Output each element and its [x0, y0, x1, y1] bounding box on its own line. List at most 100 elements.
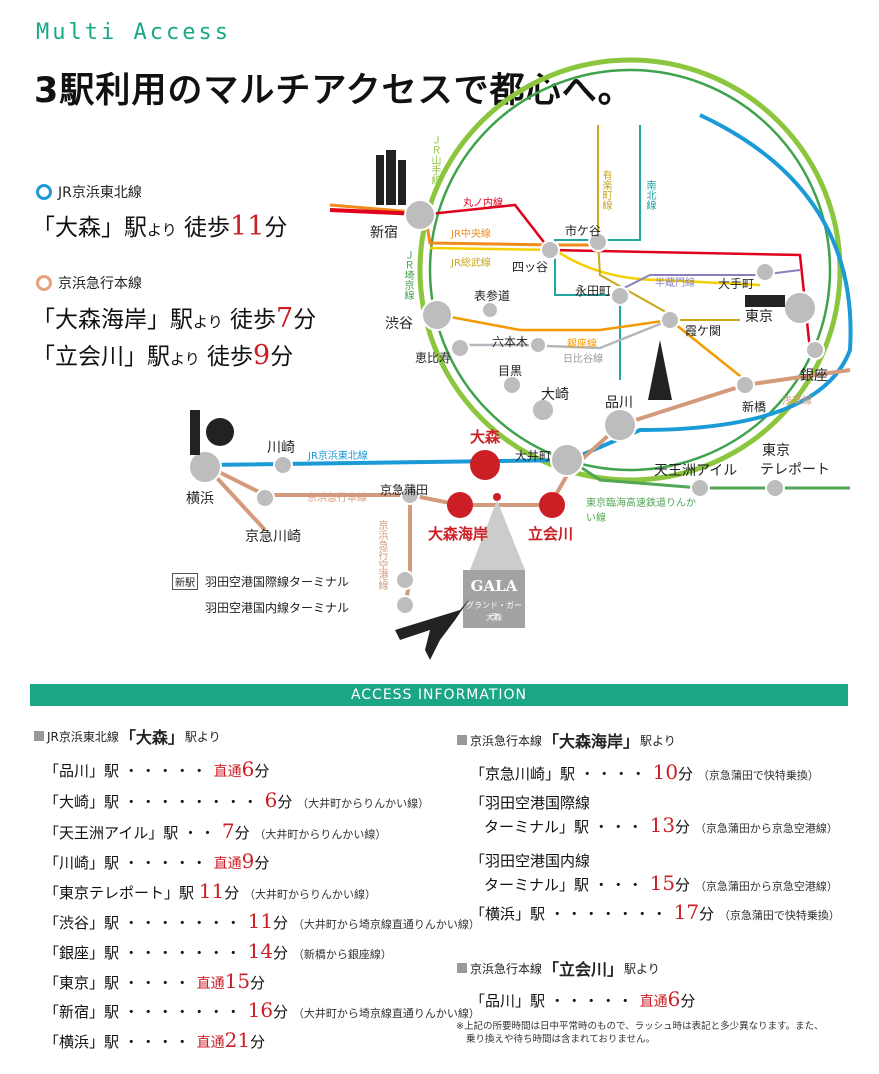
row-time: 9: [241, 849, 255, 873]
row-time: 7: [221, 819, 235, 843]
label-haneda-intl: 羽田空港国際線ターミナル: [205, 575, 350, 589]
access-row: 「川崎」駅 ・・・・・ 直通9分: [44, 849, 269, 873]
unit-label: 分: [293, 307, 317, 333]
station-keikyu-kawasaki: [255, 488, 275, 508]
row-station: 「羽田空港国際線: [470, 794, 591, 812]
label-omori-kaigan: 大森海岸: [428, 525, 489, 543]
station-omori-highlight: [470, 450, 500, 480]
yurakucho-line: [597, 125, 740, 321]
station-tokyo-teleport: [765, 478, 785, 498]
label-meguro: 目黒: [498, 364, 523, 378]
row-note: （京急蒲田で快特乗換）: [697, 769, 819, 782]
station-roppongi: [529, 336, 547, 354]
access-row: 「東京」駅 ・・・・ 直通15分: [44, 969, 265, 993]
row-time: 15: [224, 969, 251, 993]
row-dots: ・・・・・・・・: [123, 793, 260, 811]
label-omotesando: 表参道: [474, 289, 511, 303]
station-kasumigaseki: [660, 310, 680, 330]
section-station: 「大森海岸」: [543, 732, 640, 751]
station-haneda-dom: [395, 595, 415, 615]
label-line-yamanote: ＪＲ山手線: [429, 135, 440, 185]
label-tachiaigawa: 立会川: [528, 525, 574, 543]
access-section-omori-kaigan: 京浜急行本線 「大森海岸」 駅より: [457, 728, 676, 752]
label-line-keikyu-main: 京浜急行本線: [307, 493, 367, 504]
access-section-tachiaigawa: 京浜急行本線 「立会川」 駅より: [457, 956, 660, 980]
row-station: 「東京」駅: [44, 974, 120, 992]
label-tokyo-teleport-a: 東京: [762, 443, 790, 459]
access-row: 「羽田空港国内線ターミナル」駅 ・・・ 15分 （京急蒲田から京急空港線）: [470, 850, 838, 895]
ginza-line: [439, 313, 746, 381]
station-keikyu-kamata: [400, 485, 420, 505]
row-time: 11: [198, 879, 225, 903]
station-name: 「大森」駅: [32, 215, 147, 241]
section-suffix: 駅より: [184, 729, 221, 744]
label-haneda-dom: 羽田空港国内線ターミナル: [205, 601, 350, 615]
row-station: 「横浜」駅: [470, 905, 546, 923]
row-note: （大井町からりんかい線）: [254, 828, 387, 841]
row-unit: 分: [699, 905, 715, 923]
row-station: 「横浜」駅: [44, 1033, 120, 1051]
row-station: 「銀座」駅: [44, 944, 120, 962]
access-row: 「新宿」駅 ・・・・・・・ 16分 （大井町から埼京線直通りんかい線）: [44, 998, 480, 1022]
row-unit: 分: [675, 818, 691, 836]
keihin-tohoku-line: [204, 113, 853, 467]
station-tennozu: [690, 478, 710, 498]
row-unit: 分: [277, 793, 293, 811]
row-dots: ・・・・・・・: [549, 905, 669, 923]
row-station-2: ターミナル」駅: [484, 876, 590, 894]
landmark-tower-icon: [190, 410, 200, 455]
section-suffix: 駅より: [640, 733, 676, 748]
jr-line-dot-icon: [36, 184, 52, 200]
row-time: 6: [241, 757, 255, 781]
label-line-marunouchi: 丸ノ内線: [463, 198, 503, 209]
label-line-keihin-tohoku: JR京浜東北線: [308, 451, 368, 462]
row-dots: ・・: [183, 824, 218, 842]
station-yotsuya: [540, 240, 560, 260]
row-unit: 分: [254, 762, 270, 780]
section-station: 「立会川」: [543, 960, 624, 979]
row-unit: 分: [273, 1003, 289, 1021]
row-time: 6: [264, 788, 278, 812]
station-otemachi: [755, 262, 775, 282]
row-note: （大井町からりんかい線）: [244, 888, 377, 901]
row-station: 「羽田空港国内線: [470, 852, 591, 870]
row-dots: ・・・・・・・: [123, 944, 243, 962]
access-row: 「京急川崎」駅 ・・・・ 10分 （京急蒲田で快特乗換）: [470, 760, 819, 784]
label-shinagawa: 品川: [605, 395, 633, 411]
row-unit: 分: [675, 876, 691, 894]
station-shibuya: [421, 299, 453, 331]
property-building-icon: [463, 570, 525, 628]
nanboku-line: [554, 125, 641, 380]
label-ichigaya: 市ケ谷: [565, 224, 602, 238]
access-section-omori: JR京浜東北線 「大森」 駅より: [34, 724, 221, 748]
row-direct: 直通: [639, 994, 668, 1010]
row-direct: 直通: [213, 856, 242, 872]
row-direct: 直通: [213, 764, 242, 780]
access-info-bar: ACCESS INFORMATION: [30, 684, 848, 706]
section-square-icon: [457, 735, 467, 745]
row-unit: 分: [254, 854, 270, 872]
row-note: （大井町からりんかい線）: [297, 797, 430, 810]
label-line-asakusa: 浅草線: [782, 396, 812, 407]
label-yokohama: 横浜: [186, 491, 214, 507]
keikyu-line-dot-icon: [36, 275, 52, 291]
access-row: 「渋谷」駅 ・・・・・・・ 11分 （大井町から埼京線直通りんかい線）: [44, 909, 480, 933]
row-dots: ・・・・・: [549, 992, 635, 1010]
label-tokyo-teleport-b: テレポート: [760, 462, 830, 478]
row-time: 21: [224, 1028, 251, 1052]
walk-label: 徒歩: [184, 215, 231, 241]
station-meguro: [502, 375, 522, 395]
access-row: 「品川」駅 ・・・・・ 直通6分: [44, 757, 269, 781]
row-note: （京急蒲田から京急空港線）: [694, 880, 838, 893]
row-direct: 直通: [196, 1035, 225, 1051]
access-row: 「羽田空港国際線ターミナル」駅 ・・・ 13分 （京急蒲田から京急空港線）: [470, 792, 838, 837]
row-station: 「品川」駅: [470, 992, 546, 1010]
walk-time-omori: 「大森」駅より 徒歩11分: [32, 208, 287, 242]
ferris-wheel-icon: [206, 418, 234, 446]
row-unit: 分: [250, 974, 266, 992]
station-ebisu: [450, 338, 470, 358]
label-kawasaki: 川崎: [267, 440, 295, 456]
label-line-hanzomon: 半蔵門線: [655, 278, 695, 289]
access-row: 「大崎」駅 ・・・・・・・・ 6分 （大井町からりんかい線）: [44, 788, 429, 812]
station-oimachi: [550, 443, 584, 477]
